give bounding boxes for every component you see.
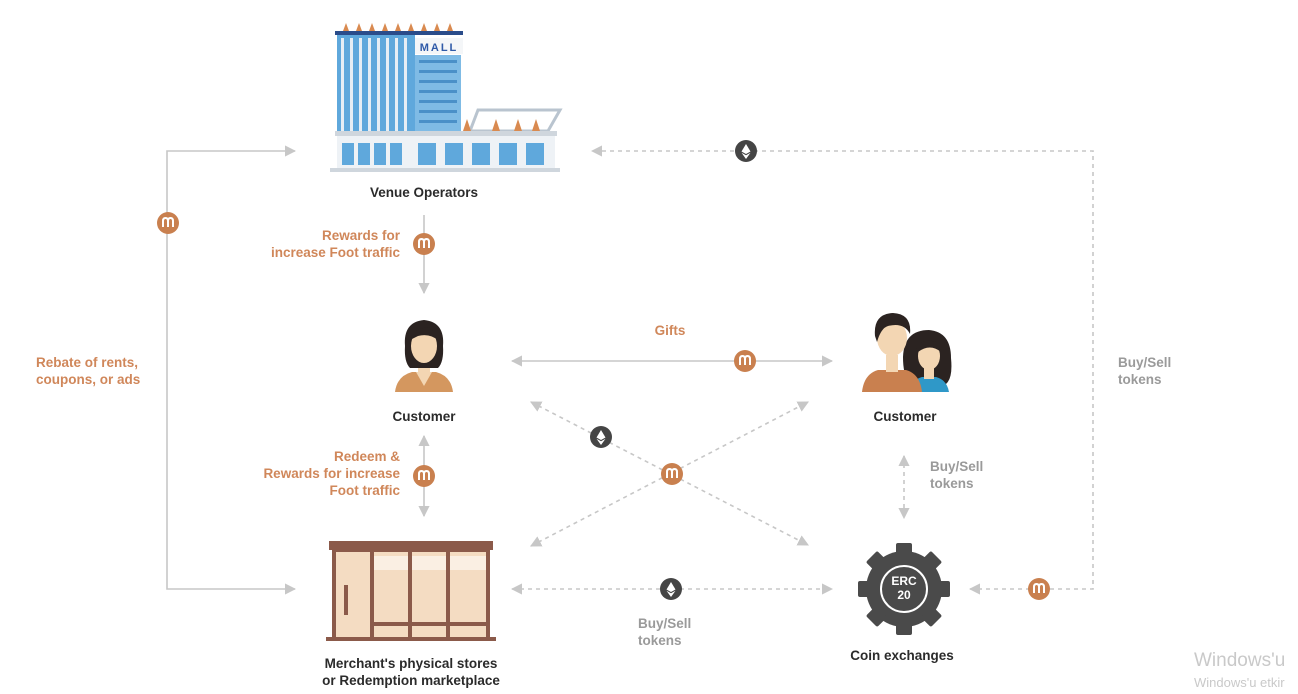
eth-token-icon	[735, 140, 757, 162]
merchant-label: Merchant's physical stores or Redemption…	[322, 656, 500, 688]
venue-operators-label: Venue Operators	[369, 185, 479, 200]
eth-token-icon	[590, 426, 612, 448]
buysell-merchant-exchange-label: Buy/Sell tokens	[638, 616, 692, 648]
rebate-line	[166, 145, 297, 595]
m-token-icon	[413, 233, 435, 255]
rewards-foot-traffic-label: Rewards for increase Foot traffic	[270, 228, 400, 260]
buysell-outer-label: Buy/Sell tokens	[1118, 355, 1172, 387]
m-token-icon	[157, 212, 179, 234]
eth-token-icon	[660, 578, 682, 600]
m-token-icon	[734, 350, 756, 372]
windows-activation-watermark-sub: Windows'u etkir	[1194, 675, 1285, 690]
gifts-label: Gifts	[654, 323, 686, 338]
erc-badge-bottom: 20	[897, 588, 911, 602]
redeem-rewards-label: Redeem & Rewards for increase Foot traff…	[263, 449, 400, 498]
erc-badge-top: ERC	[891, 574, 917, 588]
customer-left-label: Customer	[392, 409, 456, 424]
erc20-gear-icon: ERC 20	[858, 543, 950, 635]
windows-activation-watermark: Windows'u	[1194, 650, 1286, 671]
merchant-store-icon	[326, 541, 496, 641]
eth-token-icons	[590, 140, 757, 600]
mall-building-icon: MALL	[330, 23, 563, 172]
customer-right-label: Customer	[873, 409, 937, 424]
customer-woman-icon	[395, 320, 453, 392]
m-token-icons	[157, 212, 1050, 600]
m-token-icon	[661, 463, 683, 485]
connectors	[166, 145, 1094, 595]
rebate-label: Rebate of rents, coupons, or ads	[36, 355, 141, 387]
mall-sign-text: MALL	[420, 42, 459, 54]
exchange-venue-loop	[590, 145, 1094, 595]
customer-couple-icon	[862, 313, 952, 392]
m-token-icon	[1028, 578, 1050, 600]
buysell-customer-exchange-label: Buy/Sell tokens	[930, 459, 984, 491]
coin-exchanges-label: Coin exchanges	[850, 648, 954, 663]
m-token-icon	[413, 465, 435, 487]
